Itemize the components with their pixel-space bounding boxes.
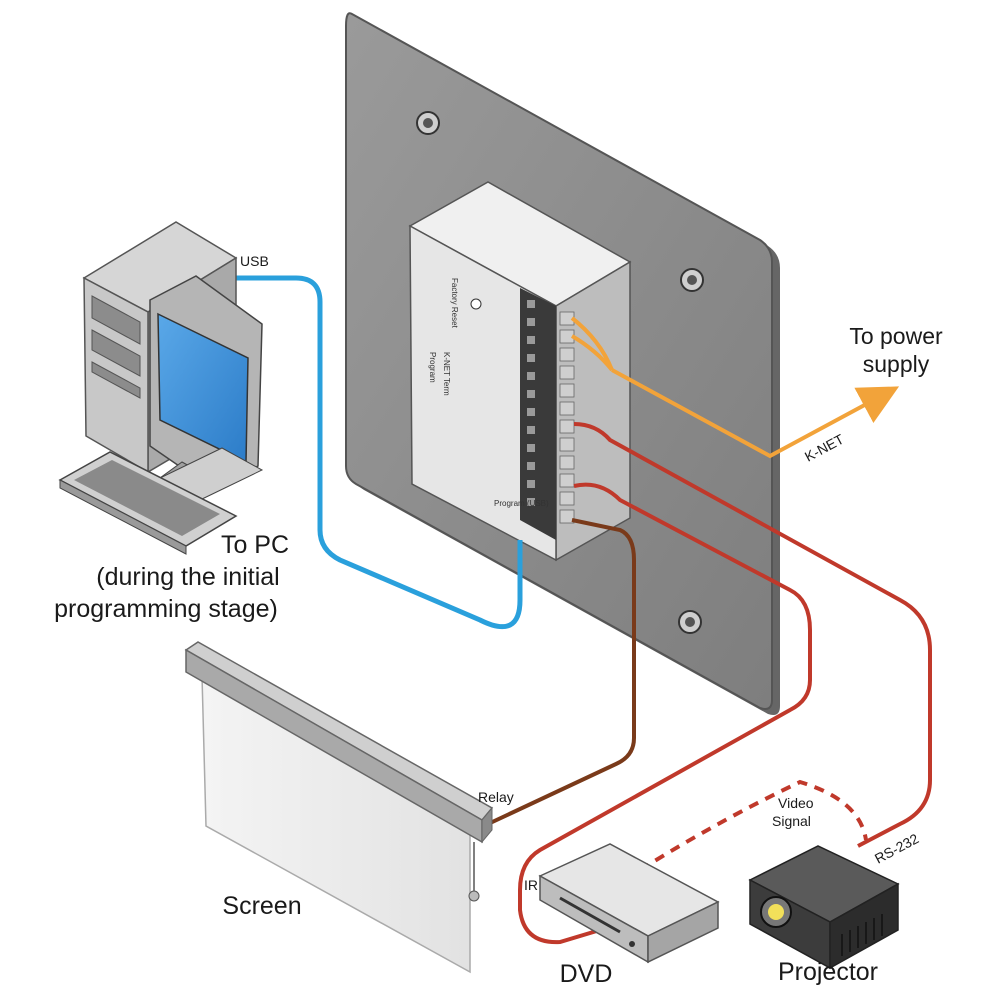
projector-label: Projector	[778, 958, 878, 986]
factory-reset-label: Factory Reset	[450, 278, 459, 329]
terminal-block	[520, 288, 575, 540]
projection-screen	[184, 641, 494, 974]
projector	[748, 845, 900, 970]
dvd-label: DVD	[560, 960, 613, 988]
dvd-player	[538, 843, 720, 964]
screw-mid-right	[680, 268, 704, 292]
relay-cable	[487, 518, 636, 826]
usb-label: USB	[240, 253, 269, 269]
to-power-line1: To power	[849, 323, 943, 349]
relay-label: Relay	[478, 789, 514, 805]
knet-term-label: K-NET Term	[442, 352, 451, 396]
usb-cable	[236, 275, 523, 630]
screw-top-left	[416, 111, 440, 135]
rs232-cable	[573, 422, 932, 848]
ir-label: IR	[524, 877, 538, 893]
knet-power-cable	[570, 316, 900, 459]
screen-pull-handle[interactable]	[468, 890, 480, 902]
to-pc-line3: programming stage)	[54, 595, 278, 623]
program-label: Program	[428, 352, 437, 383]
screw-bottom-right	[678, 610, 702, 634]
reset-button[interactable]	[470, 298, 482, 310]
video-signal-line1: Video	[778, 795, 814, 811]
to-pc-line2: (during the initial	[96, 563, 279, 591]
projector-lens	[768, 904, 784, 920]
video-signal-line2: Signal	[772, 813, 811, 829]
computer	[58, 221, 264, 555]
monitor	[149, 275, 264, 501]
to-pc-line1: To PC	[221, 531, 289, 559]
video-signal-link	[638, 779, 868, 872]
program-usb-label: Program (USB)	[494, 499, 549, 508]
ir-cable	[518, 482, 812, 945]
keyboard	[58, 451, 238, 555]
to-power-line2: supply	[863, 351, 930, 377]
screen-label: Screen	[222, 892, 301, 920]
